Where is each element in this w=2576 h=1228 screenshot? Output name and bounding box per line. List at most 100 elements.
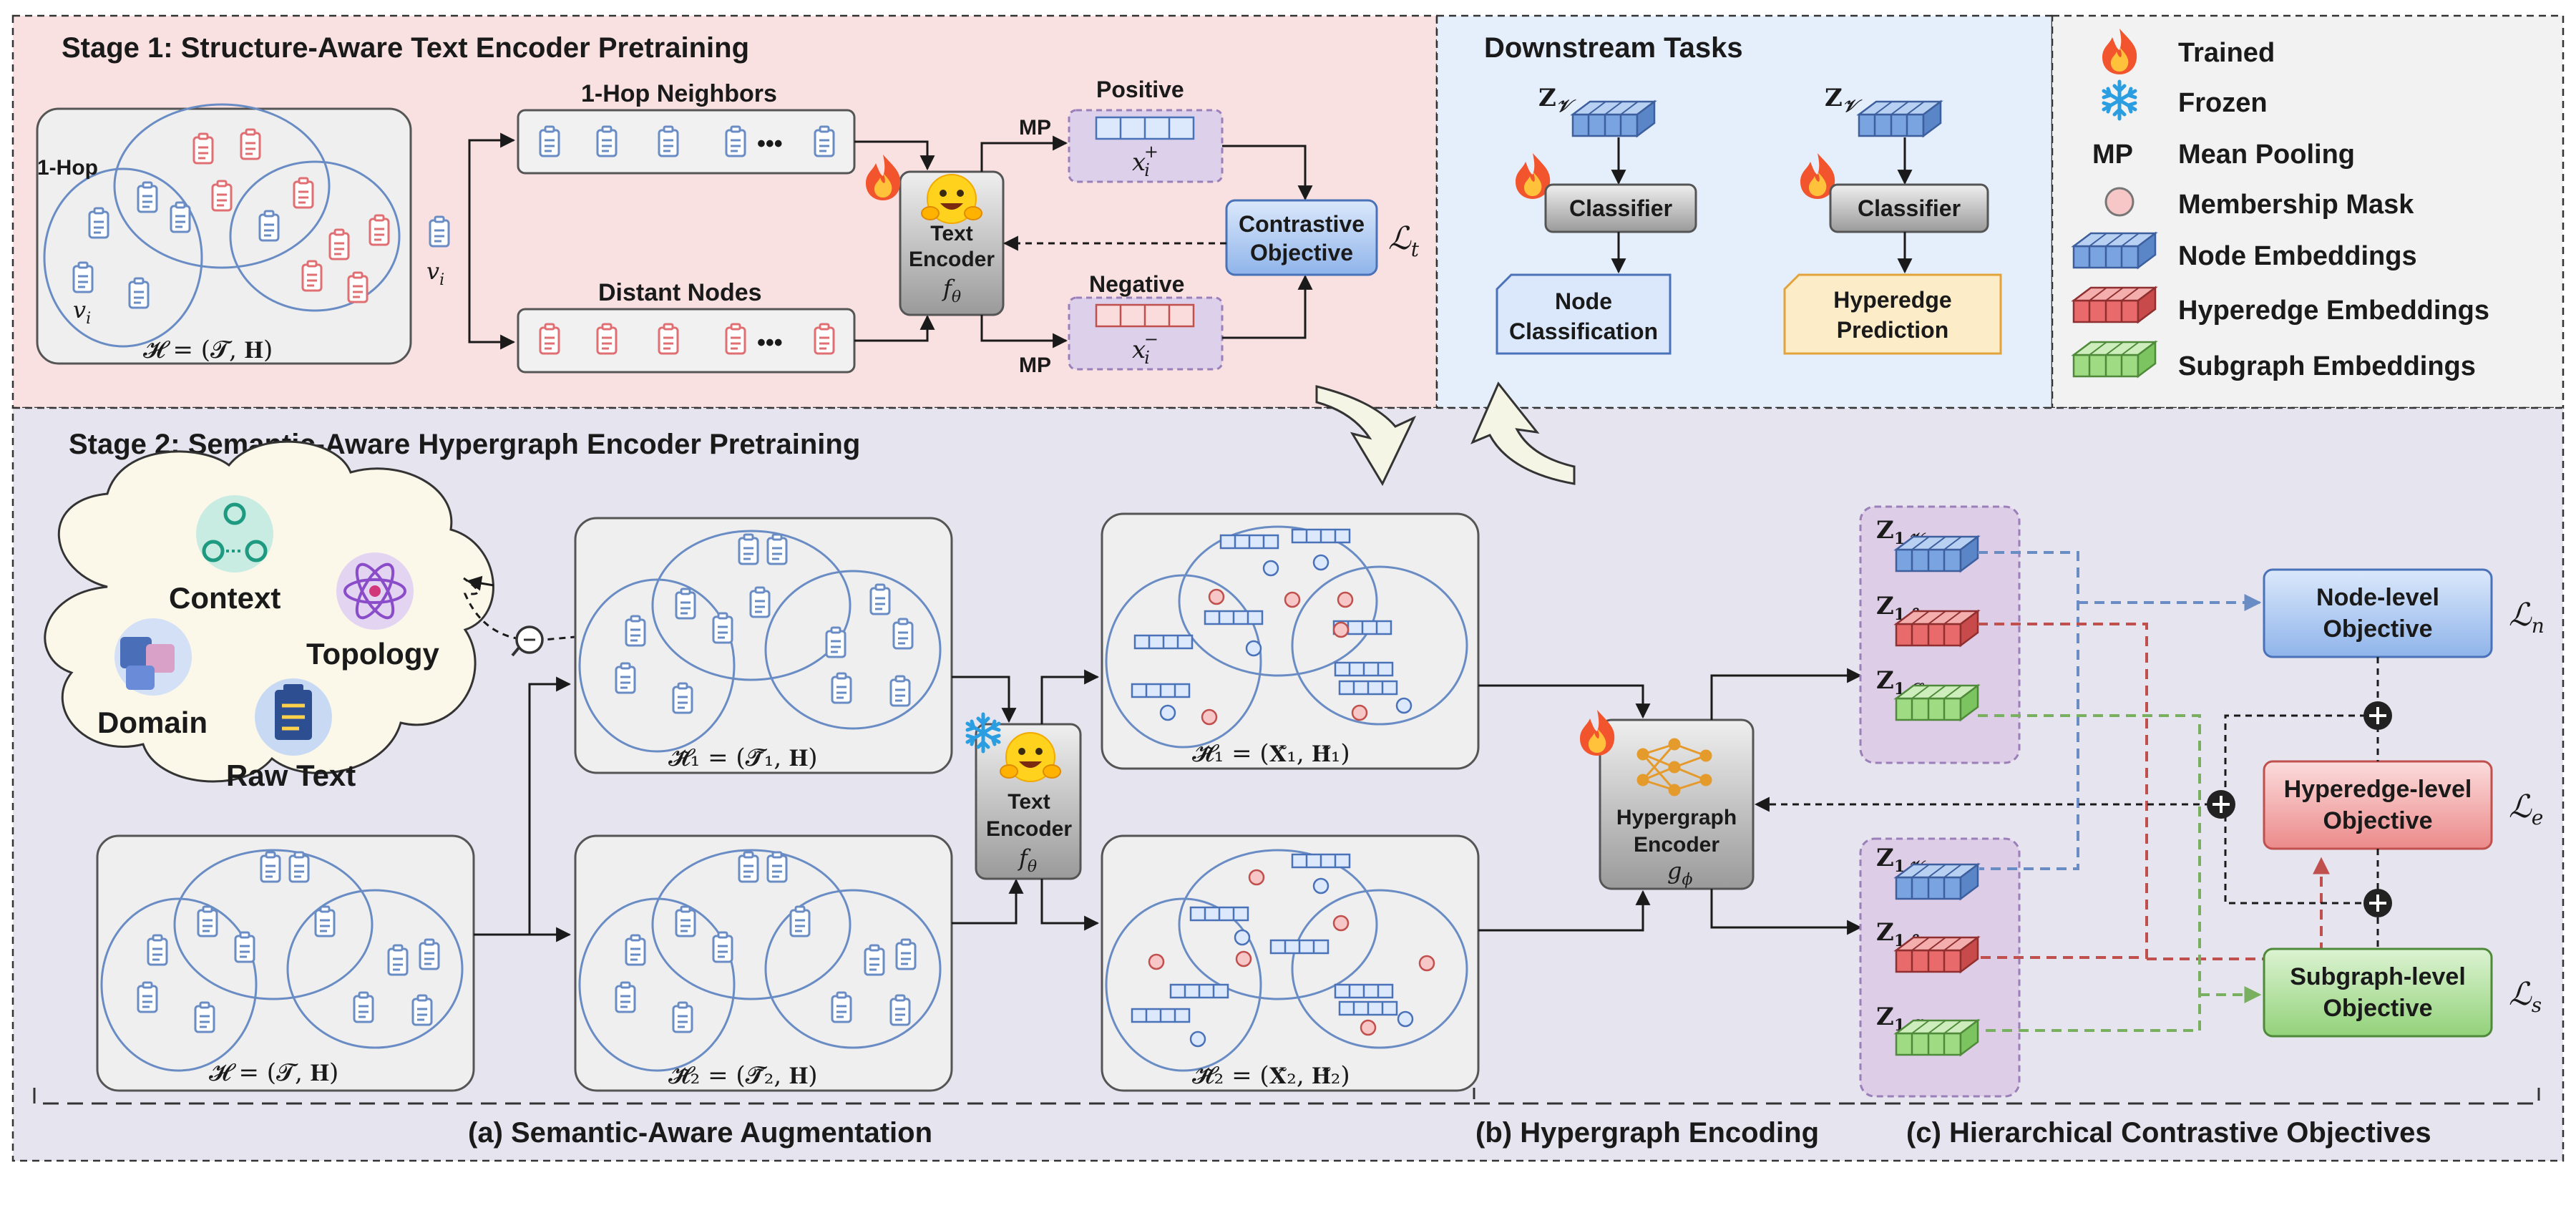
one-hop-neighbors-label: 1-Hop Neighbors: [581, 80, 777, 107]
contrastive-label-2: Objective: [1250, 240, 1353, 265]
stage1-to-stage2-curved-arrow: [1315, 385, 1417, 487]
stage1-hyperedge-2: [113, 103, 331, 269]
h2-emb-hyperedge-1: [1105, 897, 1262, 1072]
mp-top-label: MP: [1019, 116, 1051, 140]
cloud-context: Context: [169, 581, 280, 615]
encoder-to-h2emb-arrow: [1040, 879, 1100, 931]
green-cubes-icon: [2072, 341, 2157, 378]
orig-to-h1-arrow: [474, 676, 572, 936]
node-connectors: [1978, 551, 2262, 870]
h1-text-hyperedge-1: [578, 578, 736, 753]
plus-node-middle: [2207, 790, 2235, 819]
blue-cubes-icon: [2072, 232, 2157, 269]
h2emb-to-hgenc-arrow: [1478, 890, 1651, 932]
section-c-label: (c) Hierarchical Contrastive Objectives: [1906, 1117, 2431, 1149]
subgraph-level-objective-box: [2263, 947, 2493, 1038]
h1-text-hyperedge-2: [651, 530, 852, 681]
legend-subgraph-embeddings: Subgraph Embeddings: [2178, 351, 2476, 381]
section-a-label: (a) Semantic-Aware Augmentation: [468, 1117, 932, 1149]
cloud-raw-text: Raw Text: [226, 759, 356, 792]
legend-mean-pooling: Mean Pooling: [2178, 140, 2355, 170]
top-node-cubes: [1895, 535, 1979, 572]
bottom-subgraph-cubes: [1895, 1019, 1979, 1056]
distant-to-encoder-arrow: [854, 314, 935, 342]
h2-emb-label: 𝓗̃₂ = (𝐗̃₂, 𝐇̃₂): [1192, 1061, 1350, 1090]
downstream-title: Downstream Tasks: [1484, 32, 1743, 64]
section-brackets: [33, 1088, 2540, 1105]
hgenc-to-top-emb-arrow: [1710, 668, 1863, 720]
h2-text-hyperedge-1: [578, 897, 736, 1072]
downstream-node-cubes-left: [1571, 100, 1656, 137]
hyperedge-level-objective-box: [2263, 760, 2493, 850]
classifier-left-box: [1544, 183, 1697, 233]
stage2-to-downstream-curved-arrow: [1470, 381, 1576, 485]
hyper-obj-label-1: Hyperedge-level: [2284, 776, 2472, 803]
stage1-hypergraph-label: 𝓗 = (𝓣, 𝐇): [143, 336, 273, 364]
hyper-obj-label-2: Objective: [2323, 807, 2432, 834]
legend-membership-mask: Membership Mask: [2178, 190, 2414, 220]
stage1-hyperedge-1: [43, 167, 203, 348]
stage1-hyperedge-3: [229, 160, 401, 312]
encoder-to-h1emb-arrow: [1040, 669, 1100, 724]
positive-label: Positive: [1096, 77, 1184, 102]
contrastive-label-1: Contrastive: [1239, 211, 1365, 237]
mp-bottom-label: MP: [1019, 354, 1051, 377]
raw-text-icon: [255, 678, 332, 756]
node-classification-label-1: Node: [1555, 288, 1612, 314]
stage1-title: Stage 1: Structure-Aware Text Encoder Pr…: [62, 32, 749, 64]
orig-hyperedge-1: [100, 897, 258, 1072]
augmentation-cloud: [44, 440, 494, 783]
contrastive-objective-box: [1225, 199, 1378, 276]
stage1-one-hop-label: 1-Hop: [37, 156, 98, 180]
h1-to-cloud-dashed-arrow: [463, 577, 623, 641]
h2-text-hyperedge-3: [764, 889, 942, 1049]
legend-trained: Trained: [2178, 38, 2275, 68]
top-hyperedge-cubes: [1895, 610, 1979, 647]
one-hop-neighbors-box: [517, 109, 856, 175]
membership-circle-icon: [2104, 187, 2135, 217]
h1-emb-label: 𝓗̃₁ = (𝐗̃₁, 𝐇̃₁): [1192, 739, 1350, 768]
legend-mp-key: MP: [2092, 140, 2133, 170]
h1-emb-membership: [1159, 554, 1413, 726]
h1-text-label: 𝓗̃₁ = (𝓣̃₁, 𝐇): [668, 744, 818, 772]
distant-ellipsis: •••: [757, 329, 783, 356]
orig-hyperedge-3: [286, 889, 464, 1049]
encoder-to-positive-arrow: [980, 135, 1068, 172]
legend-frozen: Frozen: [2178, 88, 2268, 118]
domain-icon: [114, 618, 192, 696]
node-classification-label-2: Classification: [1509, 318, 1658, 344]
bottom-hyperedge-cubes: [1895, 936, 1979, 973]
h2-emb-hyperedge-2: [1178, 849, 1378, 1000]
topology-icon: [336, 552, 414, 630]
h2-text-label: 𝓗̃₂ = (𝓣̃₂, 𝐇): [668, 1061, 818, 1090]
magnifier-icon: [511, 625, 544, 657]
stage1-encoder-label-1: Text: [930, 222, 972, 245]
neighbors-ellipsis: •••: [757, 130, 783, 157]
legend-node-embeddings: Node Embeddings: [2178, 241, 2417, 271]
positive-to-contrastive-arrow: [1222, 145, 1313, 201]
stage2-encoder-label-2: Encoder: [986, 817, 1072, 841]
node-obj-label-2: Objective: [2323, 615, 2432, 643]
distant-nodes-label: Distant Nodes: [598, 279, 762, 306]
encoder-to-negative-arrow: [980, 315, 1068, 349]
section-b-label: (b) Hypergraph Encoding: [1475, 1117, 1819, 1149]
negative-label: Negative: [1089, 271, 1184, 297]
plus-node-top: [2363, 701, 2392, 730]
distant-nodes-box: [517, 308, 856, 374]
h2-text-hyperedge-2: [651, 849, 852, 1000]
cloud-topology: Topology: [306, 637, 439, 671]
h1-to-cloud-arrowhead: [466, 575, 494, 591]
negative-x: xi−: [1132, 329, 1158, 368]
downstream-node-cubes-right: [1858, 100, 1942, 137]
classifier-right-box: [1829, 183, 1989, 233]
neighbors-to-encoder-arrow: [854, 140, 935, 171]
bottom-node-cubes: [1895, 863, 1979, 900]
classifier-left-label: Classifier: [1569, 195, 1672, 221]
negative-embedding: [1095, 303, 1195, 328]
hgenc-label-1: Hypergraph: [1616, 806, 1737, 829]
stage2-encoder-label-1: Text: [1008, 790, 1050, 814]
top-subgraph-cubes: [1895, 684, 1979, 721]
classifier-right-label: Classifier: [1858, 195, 1961, 221]
stage1-target-doc: [429, 215, 450, 248]
